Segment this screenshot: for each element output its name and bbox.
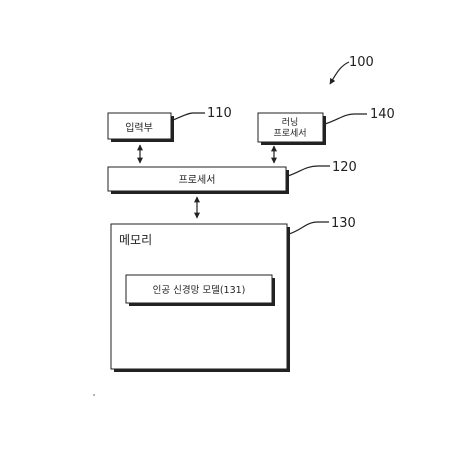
input-unit-reference: 110	[207, 106, 232, 121]
input-unit-label: 입력부	[125, 121, 153, 134]
memory-label: 메모리	[119, 233, 152, 247]
processor-box: 프로세서	[107, 166, 289, 194]
processor-leader	[287, 165, 330, 177]
ann-model-label: 인공 신경망 모델(131)	[153, 284, 246, 296]
memory-leader	[288, 221, 329, 235]
ann-model-box: 인공 신경망 모델(131)	[125, 274, 275, 306]
input-unit-box: 입력부	[107, 112, 174, 142]
processor-reference: 120	[332, 160, 357, 175]
learning-processor-label-line1: 러닝	[282, 117, 299, 128]
learning-processor-box: 러닝 프로세서	[257, 112, 326, 145]
learning-processor-label-line2: 프로세서	[273, 128, 306, 139]
processor-label: 프로세서	[179, 174, 216, 186]
memory-reference: 130	[331, 216, 356, 231]
figure-reference-number: 100	[349, 55, 374, 70]
learning-processor-reference: 140	[370, 107, 395, 122]
figure-reference-arrow	[329, 61, 350, 85]
stray-dot	[93, 394, 95, 396]
input-unit-leader	[172, 112, 205, 121]
learning-processor-leader	[324, 113, 367, 125]
